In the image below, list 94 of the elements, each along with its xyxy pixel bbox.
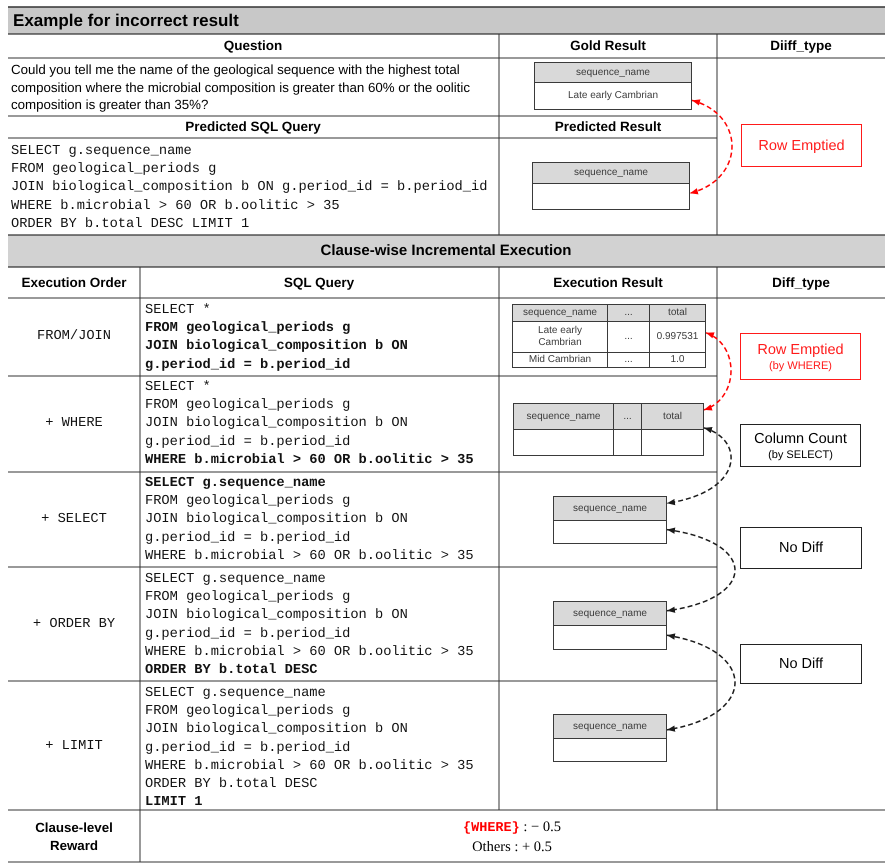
diff-type-label: Column Count <box>754 430 847 448</box>
execution-step: + WHERE <box>45 415 103 433</box>
column-heading: Question <box>224 37 282 55</box>
sql-code-line: JOIN biological_composition b ON <box>145 338 408 356</box>
dashed-arrow <box>704 332 732 411</box>
column-header: sequence_name <box>554 715 666 739</box>
sql-code-line: g.period_id = b.period_id <box>145 434 350 452</box>
result-table <box>512 304 706 368</box>
cell-value: ... <box>624 331 633 343</box>
column-heading: Predicted SQL Query <box>185 118 321 136</box>
sql-code-line: SELECT * <box>145 379 211 397</box>
sql-code-line: FROM geological_periods g <box>145 493 350 512</box>
column-heading: Predicted Result <box>554 118 662 136</box>
execution-step: + LIMIT <box>45 738 103 756</box>
diff-type-box <box>740 333 861 380</box>
diff-type-box <box>741 124 862 167</box>
column-heading: Execution Result <box>553 274 663 292</box>
sql-code-line: ORDER BY b.total DESC <box>145 776 318 794</box>
sql-code-line: SELECT g.sequence_name <box>145 475 326 493</box>
sql-code-line: SELECT g.sequence_name <box>145 685 326 703</box>
diff-type-note: (by SELECT) <box>768 448 833 462</box>
sql-code-line: g.period_id = b.period_id <box>145 530 350 548</box>
dashed-arrow <box>690 100 733 194</box>
column-heading: Execution Order <box>21 274 127 292</box>
sql-code-line: g.period_id = b.period_id <box>145 626 350 644</box>
sql-code-line: WHERE b.microbial > 60 OR b.oolitic > 35 <box>145 644 474 662</box>
column-header: sequence_name <box>554 602 666 626</box>
question-text: Could you tell me the name of the geological sequence with the highest total composition where the microbial composition is greater than 60% or the oolitic composition is greater than 35%? <box>11 61 471 114</box>
diff-type-label: Row Emptied <box>758 136 845 154</box>
diff-type-label: Row Emptied <box>757 340 844 358</box>
result-table <box>534 62 692 110</box>
cell-value: Late early Cambrian <box>568 90 658 102</box>
diff-type-box <box>740 644 862 684</box>
cell-value: 0.997531 <box>656 331 698 343</box>
sql-code-line: JOIN biological_composition b ON g.period_id = b.period_id <box>11 179 488 198</box>
sql-code-line: WHERE b.microbial > 60 OR b.oolitic > 35 <box>145 452 474 470</box>
sql-code-line: FROM geological_periods g <box>145 589 350 608</box>
result-table <box>513 403 704 456</box>
sql-code-line: JOIN biological_composition b ON <box>145 721 408 740</box>
sql-code-line: LIMIT 1 <box>145 794 202 812</box>
diff-type-box <box>740 424 861 467</box>
cell-value: Mid Cambrian <box>528 354 592 366</box>
section-heading: Clause-wise Incremental Execution <box>320 242 572 260</box>
sql-code-line: SELECT g.sequence_name <box>11 143 192 161</box>
column-header: total <box>642 404 703 430</box>
column-header: ... <box>608 305 650 322</box>
column-header: sequence_name <box>535 63 691 83</box>
sql-code-line: FROM geological_periods g <box>145 320 350 338</box>
cell-value: Late early Cambrian <box>537 325 583 349</box>
column-header: sequence_name <box>533 163 689 184</box>
column-header: ... <box>614 404 642 430</box>
sql-code-line: g.period_id = b.period_id <box>145 356 350 375</box>
execution-step: FROM/JOIN <box>37 328 111 346</box>
column-heading: Diiff_type <box>770 37 832 55</box>
result-table <box>532 162 690 210</box>
sql-code-line: ORDER BY b.total DESC <box>145 662 318 680</box>
dashed-arrow <box>666 528 736 612</box>
sql-code-line: WHERE b.microbial > 60 OR b.oolitic > 35 <box>11 198 340 216</box>
column-header: sequence_name <box>514 404 614 430</box>
result-table <box>553 601 667 650</box>
execution-step: + ORDER BY <box>32 616 116 634</box>
sql-code-line: FROM geological_periods g <box>11 161 216 180</box>
sql-code-line: WHERE b.microbial > 60 OR b.oolitic > 35 <box>145 758 474 776</box>
column-heading: Diff_type <box>772 274 830 292</box>
column-header: sequence_name <box>513 305 608 322</box>
diff-type-box <box>740 527 862 569</box>
reward-formula: {WHERE} : − 0.5 <box>463 818 561 838</box>
sql-code-line: g.period_id = b.period_id <box>145 740 350 758</box>
sql-code-line: FROM geological_periods g <box>145 397 350 416</box>
sql-code-line: WHERE b.microbial > 60 OR b.oolitic > 35 <box>145 548 474 566</box>
diff-type-label: No Diff <box>778 539 824 557</box>
diff-type-label: No Diff <box>778 655 824 673</box>
sql-code-line: FROM geological_periods g <box>145 703 350 722</box>
sql-code-line: ORDER BY b.total DESC LIMIT 1 <box>11 216 250 234</box>
row-heading: Clause-level Reward <box>34 819 114 855</box>
sql-code-line: SELECT * <box>145 302 211 320</box>
result-table <box>553 714 667 762</box>
execution-step: + SELECT <box>41 511 107 529</box>
column-header: total <box>650 305 705 322</box>
column-header: sequence_name <box>554 497 666 521</box>
sql-code-line: JOIN biological_composition b ON <box>145 511 408 530</box>
sql-code-line: JOIN biological_composition b ON <box>145 607 408 626</box>
dashed-arrow <box>666 634 736 732</box>
reward-formula: Others : + 0.5 <box>472 838 552 856</box>
result-table <box>553 496 667 544</box>
sql-code-line: JOIN biological_composition b ON <box>145 415 408 434</box>
sql-code-line: SELECT g.sequence_name <box>145 571 326 589</box>
diff-type-note: (by WHERE) <box>769 358 832 372</box>
column-heading: SQL Query <box>284 274 354 292</box>
cell-value: ... <box>624 354 633 366</box>
column-heading: Gold Result <box>570 37 646 55</box>
diagram-title: Example for incorrect result <box>13 12 239 30</box>
cell-value: 1.0 <box>670 354 684 366</box>
dashed-arrow <box>666 427 732 505</box>
